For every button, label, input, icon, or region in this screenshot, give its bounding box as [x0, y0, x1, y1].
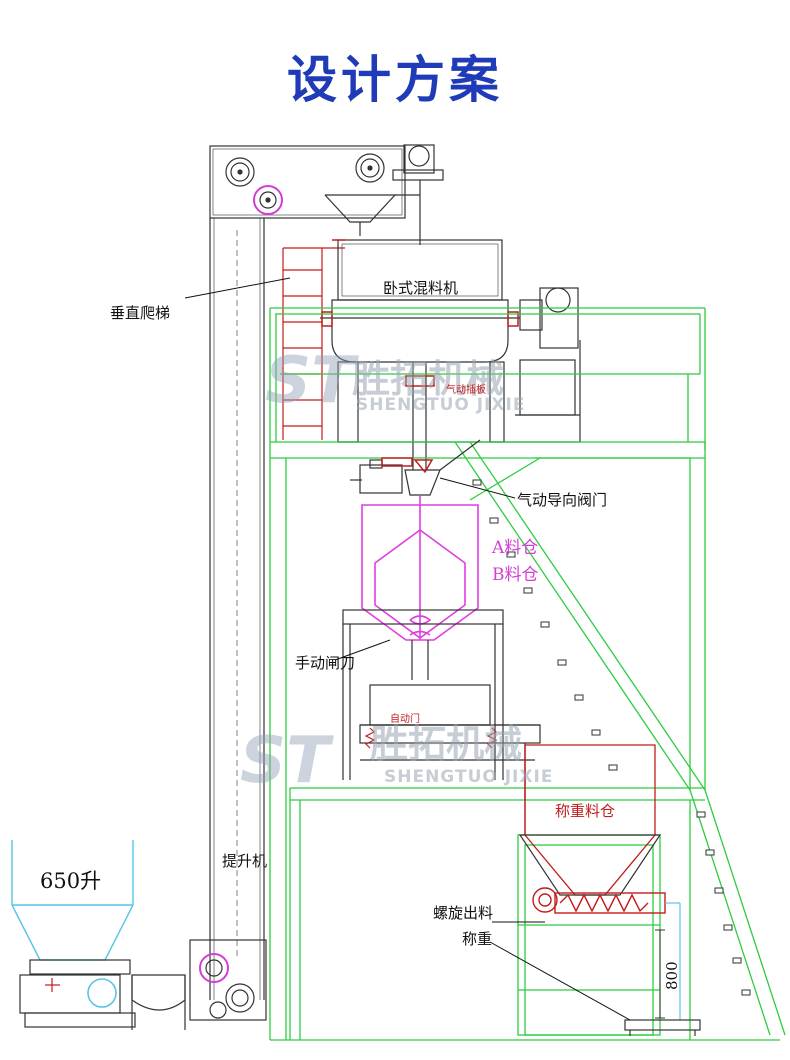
- watermark-english: SHENGTUO JIXIE: [356, 395, 525, 415]
- label-hopper-volume: 650升: [40, 869, 101, 893]
- horizontal-mixer: [320, 239, 581, 470]
- watermark-middle: ST 胜拓机械 SHENGTUO JIXIE: [240, 722, 553, 798]
- bucket-elevator: [189, 144, 444, 1021]
- steel-platform: [269, 307, 786, 1041]
- pneumatic-diverter-valve: [350, 439, 481, 496]
- feed-hopper-650l: [11, 840, 134, 961]
- leader-lines: [184, 277, 631, 1021]
- page-title: 设计方案: [287, 51, 503, 109]
- floor-scale: [624, 1019, 701, 1036]
- label-weigh-silo: 称重料仓: [555, 802, 615, 820]
- screw-conveyor: [532, 887, 666, 914]
- label-elevator: 提升机: [222, 852, 267, 870]
- label-pneumatic-diverter: 气动导向阀门: [517, 491, 607, 509]
- label-horizontal-mixer: 卧式混料机: [383, 279, 458, 297]
- label-screw-discharge: 螺旋出料: [433, 904, 493, 922]
- stair-treads: [472, 479, 751, 996]
- label-weighing: 称重: [462, 930, 492, 948]
- springs: [364, 727, 498, 749]
- watermark-chinese: 胜拓机械: [370, 722, 522, 766]
- label-manual-gate: 手动闸刀: [295, 654, 355, 672]
- mixer-red-details: [321, 239, 519, 387]
- ab-silo: [361, 495, 479, 641]
- label-small: 自动门: [390, 712, 420, 725]
- watermark-top: ST 胜拓机械 SHENGTUO JIXIE: [265, 344, 525, 418]
- label-silo-a: A料仓: [491, 538, 538, 558]
- watermark-logo: ST: [265, 344, 359, 418]
- hopper-base: [19, 959, 186, 1030]
- watermark-chinese: 胜拓机械: [352, 357, 504, 401]
- label-dimension-800: 800: [663, 961, 681, 990]
- watermark-logo: ST: [240, 724, 334, 798]
- manual-gate-frame: [342, 609, 541, 800]
- watermark-english: SHENGTUO JIXIE: [384, 767, 553, 787]
- label-pneumatic-gate: 气动插板: [446, 383, 486, 396]
- label-vertical-ladder: 垂直爬梯: [110, 304, 170, 322]
- label-silo-b: B料仓: [492, 565, 539, 585]
